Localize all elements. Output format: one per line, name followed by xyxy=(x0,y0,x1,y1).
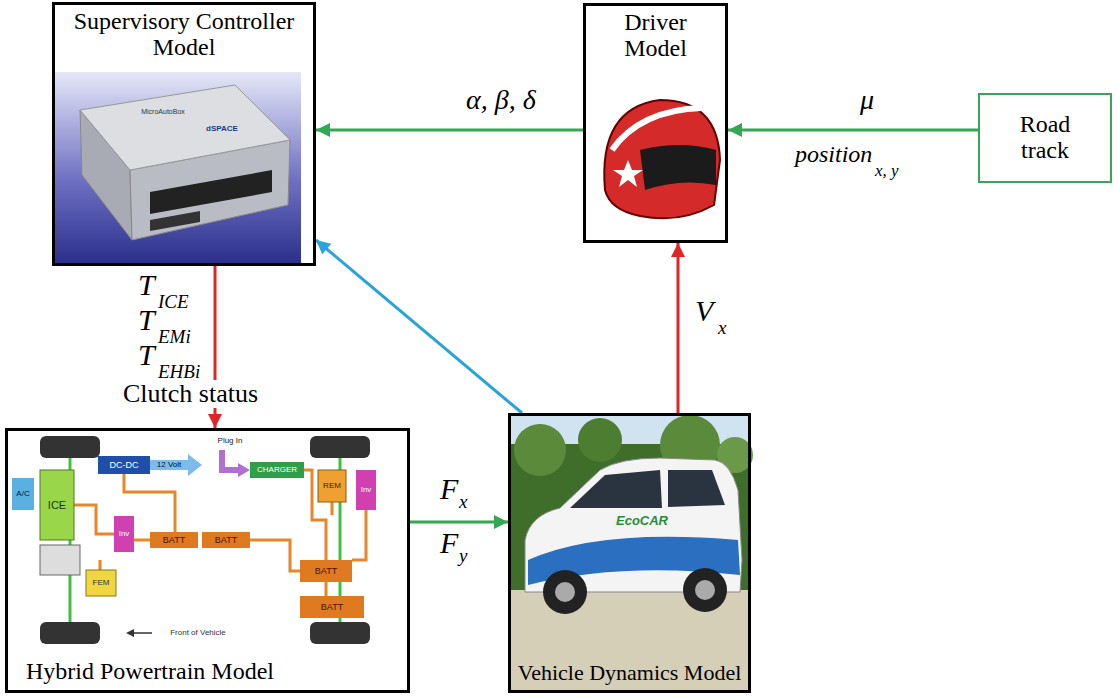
signal-subscript: x, y xyxy=(875,162,899,179)
edge-label: μ xyxy=(860,86,874,114)
powertrain-box: Hybrid Powertrain Model xyxy=(5,428,410,693)
component-label: BATT xyxy=(300,596,364,618)
box-title: Hybrid Powertrain Model xyxy=(26,659,274,685)
signal-subscript: x xyxy=(459,492,467,511)
signal-subscript: y xyxy=(459,546,467,565)
component-label: DC-DC xyxy=(98,456,150,474)
road-track-box: Road track xyxy=(978,93,1112,183)
box-title: Vehicle Dynamics Model xyxy=(518,661,742,685)
connector-arrow xyxy=(410,521,508,524)
vehicle-picture xyxy=(511,415,753,690)
component-label: CHARGER xyxy=(250,462,304,478)
component-label: Inv xyxy=(356,470,376,510)
signal-symbol: T xyxy=(138,305,155,335)
signal-symbol: T xyxy=(138,270,155,300)
signal-subscript: ICE xyxy=(158,292,189,311)
component-label: A/C xyxy=(12,478,34,510)
signal-subscript: EMi xyxy=(158,327,191,346)
direction-note: Front of Vehicle xyxy=(158,628,238,638)
component-label: Inv xyxy=(114,516,134,552)
connector-arrow xyxy=(728,129,978,132)
device-label: MicroAutoBox xyxy=(128,106,198,116)
powertrain-schematic xyxy=(12,436,376,644)
signal-symbol: F xyxy=(440,528,458,558)
component-label: REM xyxy=(318,470,346,502)
connector-arrow xyxy=(316,129,583,132)
edge-label: V xyxy=(695,296,713,326)
component-label: ICE xyxy=(40,470,74,540)
signal-symbol: T xyxy=(138,340,155,370)
connector-arrow xyxy=(316,240,522,413)
helmet-picture xyxy=(604,100,720,218)
signal-symbol: F xyxy=(440,474,458,504)
edge-label: α, β, δ xyxy=(466,86,536,114)
signal-subscript: EHBi xyxy=(158,362,200,381)
connector-arrow xyxy=(677,243,680,413)
box-title: Road track xyxy=(1005,112,1085,164)
signal-subscript: x xyxy=(718,318,726,337)
vehicle-logo: EcoCAR xyxy=(612,512,672,528)
component-label: 12 Volt xyxy=(150,460,188,470)
component-label: Plug In xyxy=(212,436,248,446)
box-title: Supervisory Controller Model xyxy=(60,9,308,61)
box-title: Driver Model xyxy=(606,10,706,62)
signal-name: position xyxy=(795,142,872,166)
controller-box: Supervisory Controller Model xyxy=(52,2,316,266)
device-brand: dSPACE xyxy=(200,124,244,134)
component-label: BATT xyxy=(300,560,352,582)
component-label: FEM xyxy=(86,570,116,596)
controller-picture xyxy=(55,72,301,264)
component-label: BATT xyxy=(150,532,198,548)
edge-label: Clutch status xyxy=(120,380,261,408)
driver-box: Driver Model xyxy=(583,3,728,243)
vehicle-dynamics-box: Vehicle Dynamics Model xyxy=(508,413,751,693)
component-label: BATT xyxy=(202,532,250,548)
